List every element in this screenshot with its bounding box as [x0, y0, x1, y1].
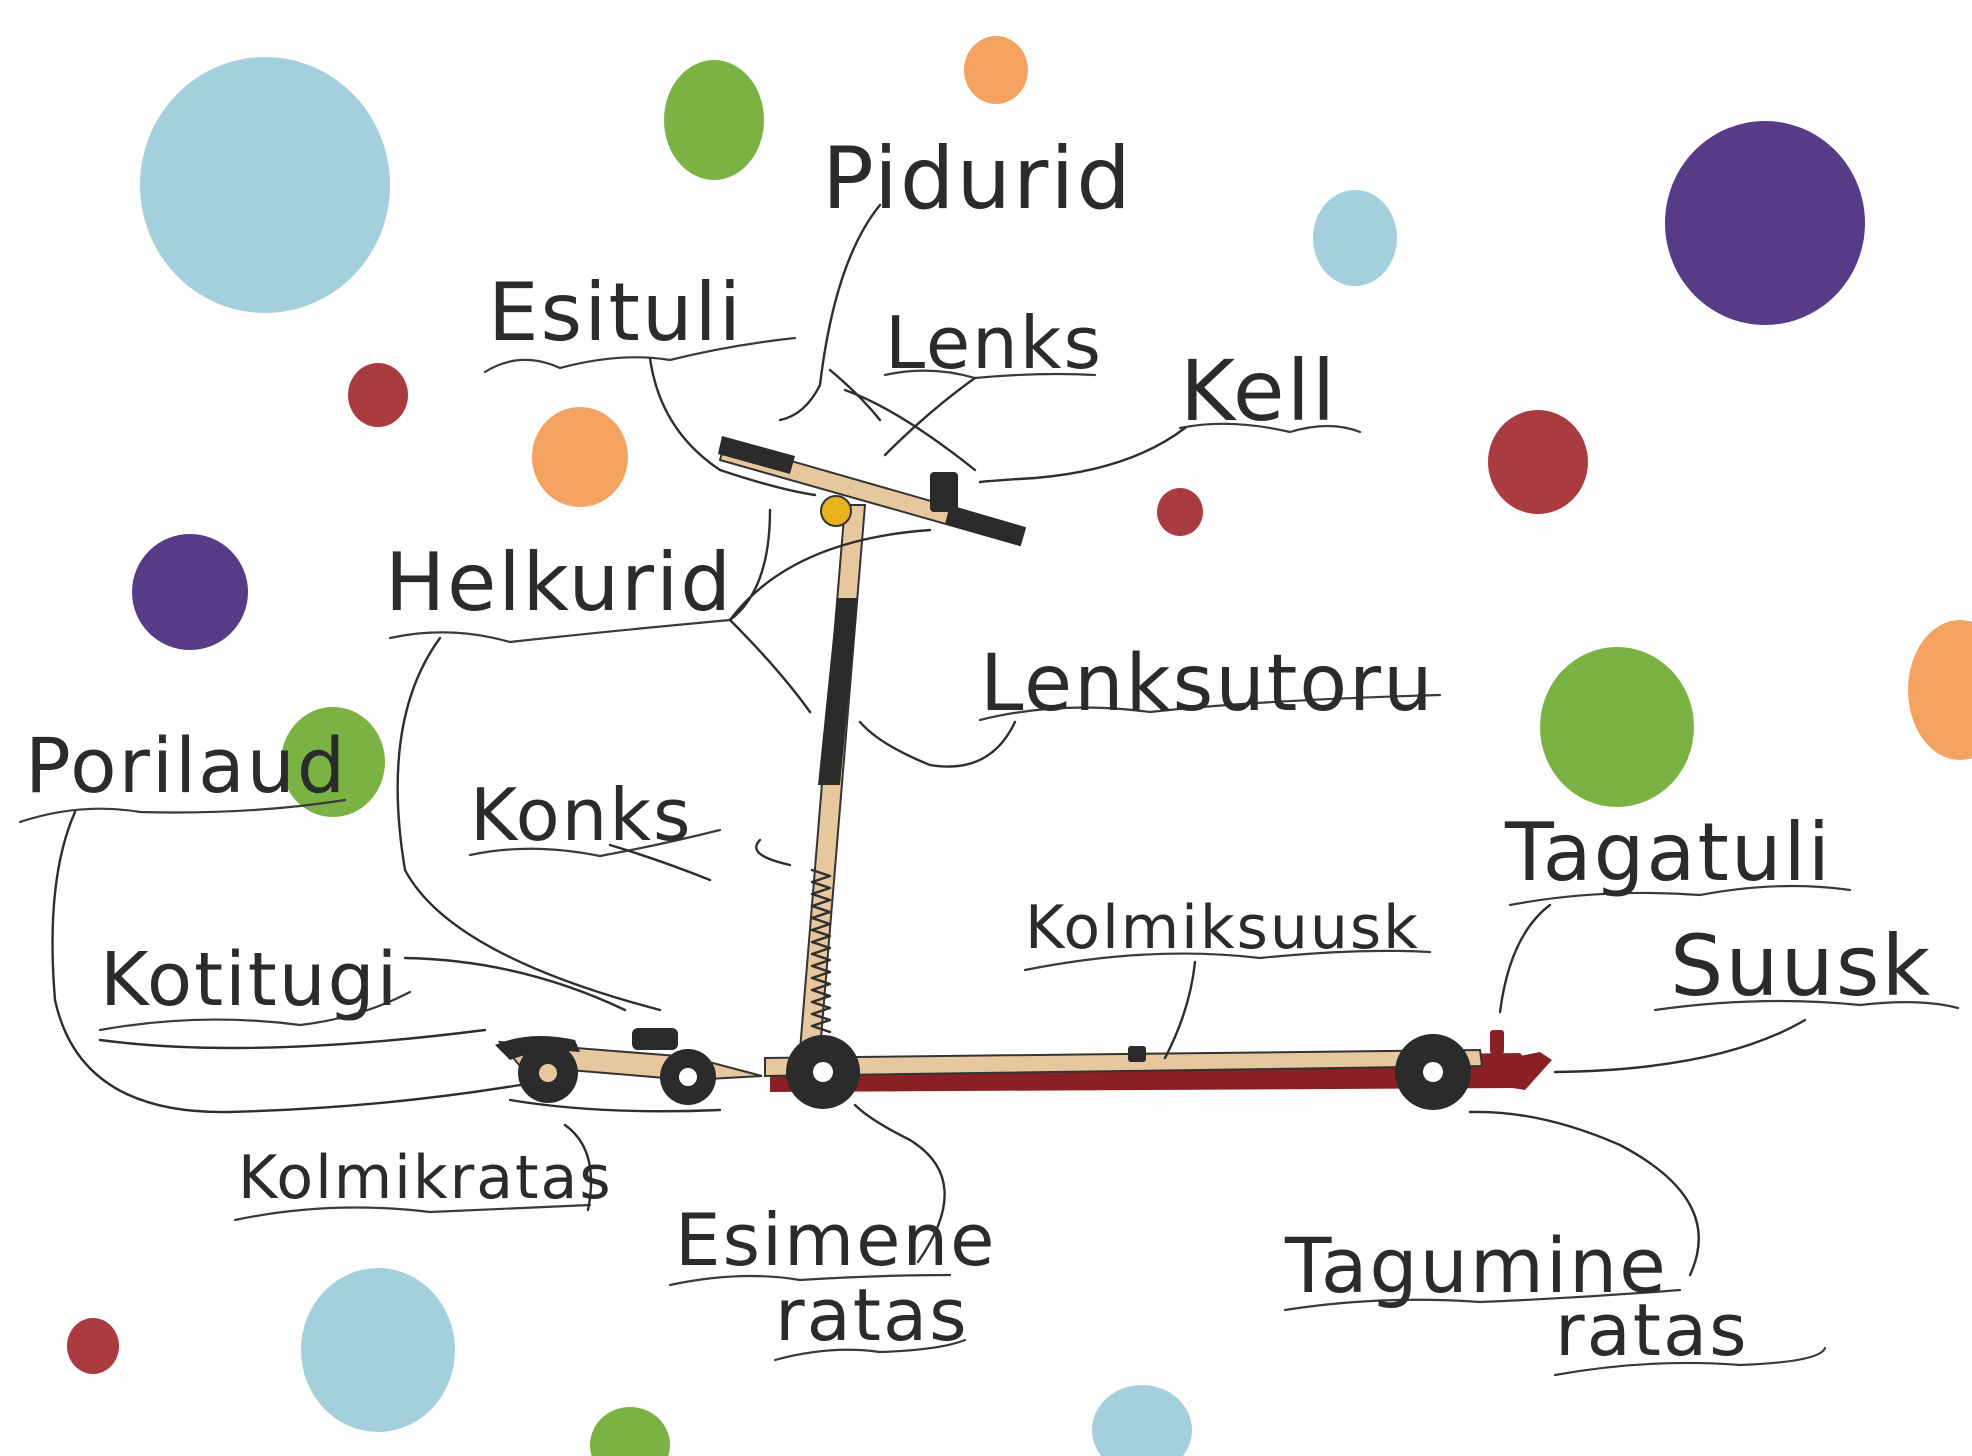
- dot-green-bottom: [590, 1407, 670, 1456]
- small-wheel-back: [518, 1043, 578, 1103]
- front-wheel: [786, 1035, 860, 1109]
- dot-red: [1488, 410, 1588, 514]
- dot-red-tiny: [1157, 488, 1203, 536]
- label-esimene: Esimene: [675, 1198, 996, 1282]
- label-esimene-ratas: ratas: [775, 1273, 969, 1357]
- tail-light: [1490, 1030, 1504, 1054]
- label-tagumine-ratas: ratas: [1555, 1288, 1749, 1372]
- dot-red-bottom: [67, 1318, 119, 1374]
- label-helkurid: Helkurid: [385, 536, 733, 629]
- steering-column-grip: [818, 598, 858, 785]
- dot-light-blue-small: [1313, 190, 1397, 286]
- label-konks: Konks: [470, 773, 693, 857]
- dot-orange: [532, 407, 628, 507]
- dot-purple-large: [1665, 121, 1865, 325]
- label-kotitugi: Kotitugi: [100, 937, 399, 1023]
- label-esituli: Esituli: [488, 266, 743, 359]
- front-light-icon: [821, 496, 851, 526]
- label-porilaud: Porilaud: [25, 721, 347, 810]
- kotitugi-block: [632, 1028, 678, 1050]
- label-lenksutoru: Lenksutoru: [980, 639, 1435, 729]
- dot-purple: [132, 534, 248, 650]
- label-suusk: Suusk: [1670, 917, 1932, 1015]
- rear-wheel: [1395, 1034, 1471, 1110]
- dot-green: [664, 60, 764, 180]
- dot-light-blue-bottom-small: [1092, 1385, 1192, 1456]
- dot-light-blue-bottom: [301, 1268, 455, 1432]
- bell: [930, 472, 958, 512]
- dot-orange-small: [964, 36, 1028, 104]
- dot-red-small: [348, 363, 408, 427]
- decorative-dots: [67, 36, 1972, 1456]
- label-kolmikratas: Kolmikratas: [238, 1143, 613, 1213]
- label-lenks: Lenks: [885, 301, 1103, 385]
- label-kell: Kell: [1180, 342, 1337, 440]
- small-wheel-front: [660, 1049, 716, 1105]
- dot-light-blue-large: [140, 57, 390, 313]
- label-kolmiksuusk: Kolmiksuusk: [1025, 893, 1420, 963]
- kolmiksuusk-mount: [1128, 1046, 1146, 1062]
- label-pidurid: Pidurid: [822, 129, 1133, 229]
- handlebar-grip-right: [945, 505, 1025, 546]
- label-tagatuli: Tagatuli: [1504, 806, 1832, 899]
- dot-orange-edge: [1908, 620, 1972, 760]
- dot-green-large: [1540, 647, 1694, 807]
